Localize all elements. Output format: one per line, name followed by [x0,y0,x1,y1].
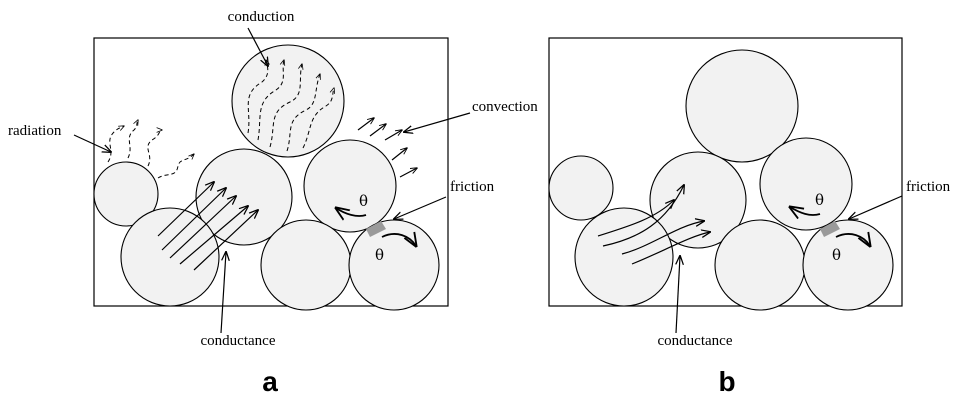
particle-right-upper [759,137,853,231]
theta-upper-a: θ [359,192,368,210]
particle-right-upper [303,139,397,233]
label-friction-b: friction [906,179,951,195]
leader-friction-a [394,196,447,219]
convection-arrows [357,118,417,178]
particle-top [231,44,345,158]
rotation-arrow-lower-b [835,234,870,246]
theta-lower-a: θ [375,246,384,264]
particle-left-small [93,161,159,227]
particle-center [195,148,293,246]
particle-top [685,49,799,163]
leader-conductance-a [220,252,226,334]
particle-bottom-center [260,219,352,311]
friction-contact-a [366,221,386,237]
particle-center [649,151,747,249]
particle-left-small [548,155,614,221]
leader-conduction [247,27,268,66]
panel-a-frame [93,37,449,307]
particle-bottom-left [574,207,674,307]
label-friction-a: friction [450,179,495,195]
theta-upper-b: θ [815,191,824,209]
leader-conductance-b [676,256,680,334]
rotation-arrow-upper-a [336,208,367,216]
label-radiation: radiation [8,123,62,139]
particle-bottom-center [714,219,806,311]
leader-friction-b [849,195,903,219]
panel-letter-a: a [262,366,278,397]
leader-radiation [73,134,111,152]
conductance-arrows-a [157,182,258,271]
label-convection: convection [472,99,538,115]
friction-contact-b [820,221,840,237]
rotation-arrow-lower-a [381,234,416,246]
panel-b: friction conductance θ θ b [548,37,951,397]
panel-b-frame [548,37,903,307]
label-conductance-b: conductance [658,333,733,349]
label-conduction: conduction [228,9,295,25]
particle-bottom-left [120,207,220,307]
leader-convection [404,112,471,132]
panel-a: conduction convection radiation friction… [8,9,538,397]
label-conductance-a: conductance [201,333,276,349]
theta-lower-b: θ [832,246,841,264]
conductance-arrows-b [597,185,710,265]
rotation-arrow-upper-b [790,207,821,215]
panel-letter-b: b [718,366,735,397]
